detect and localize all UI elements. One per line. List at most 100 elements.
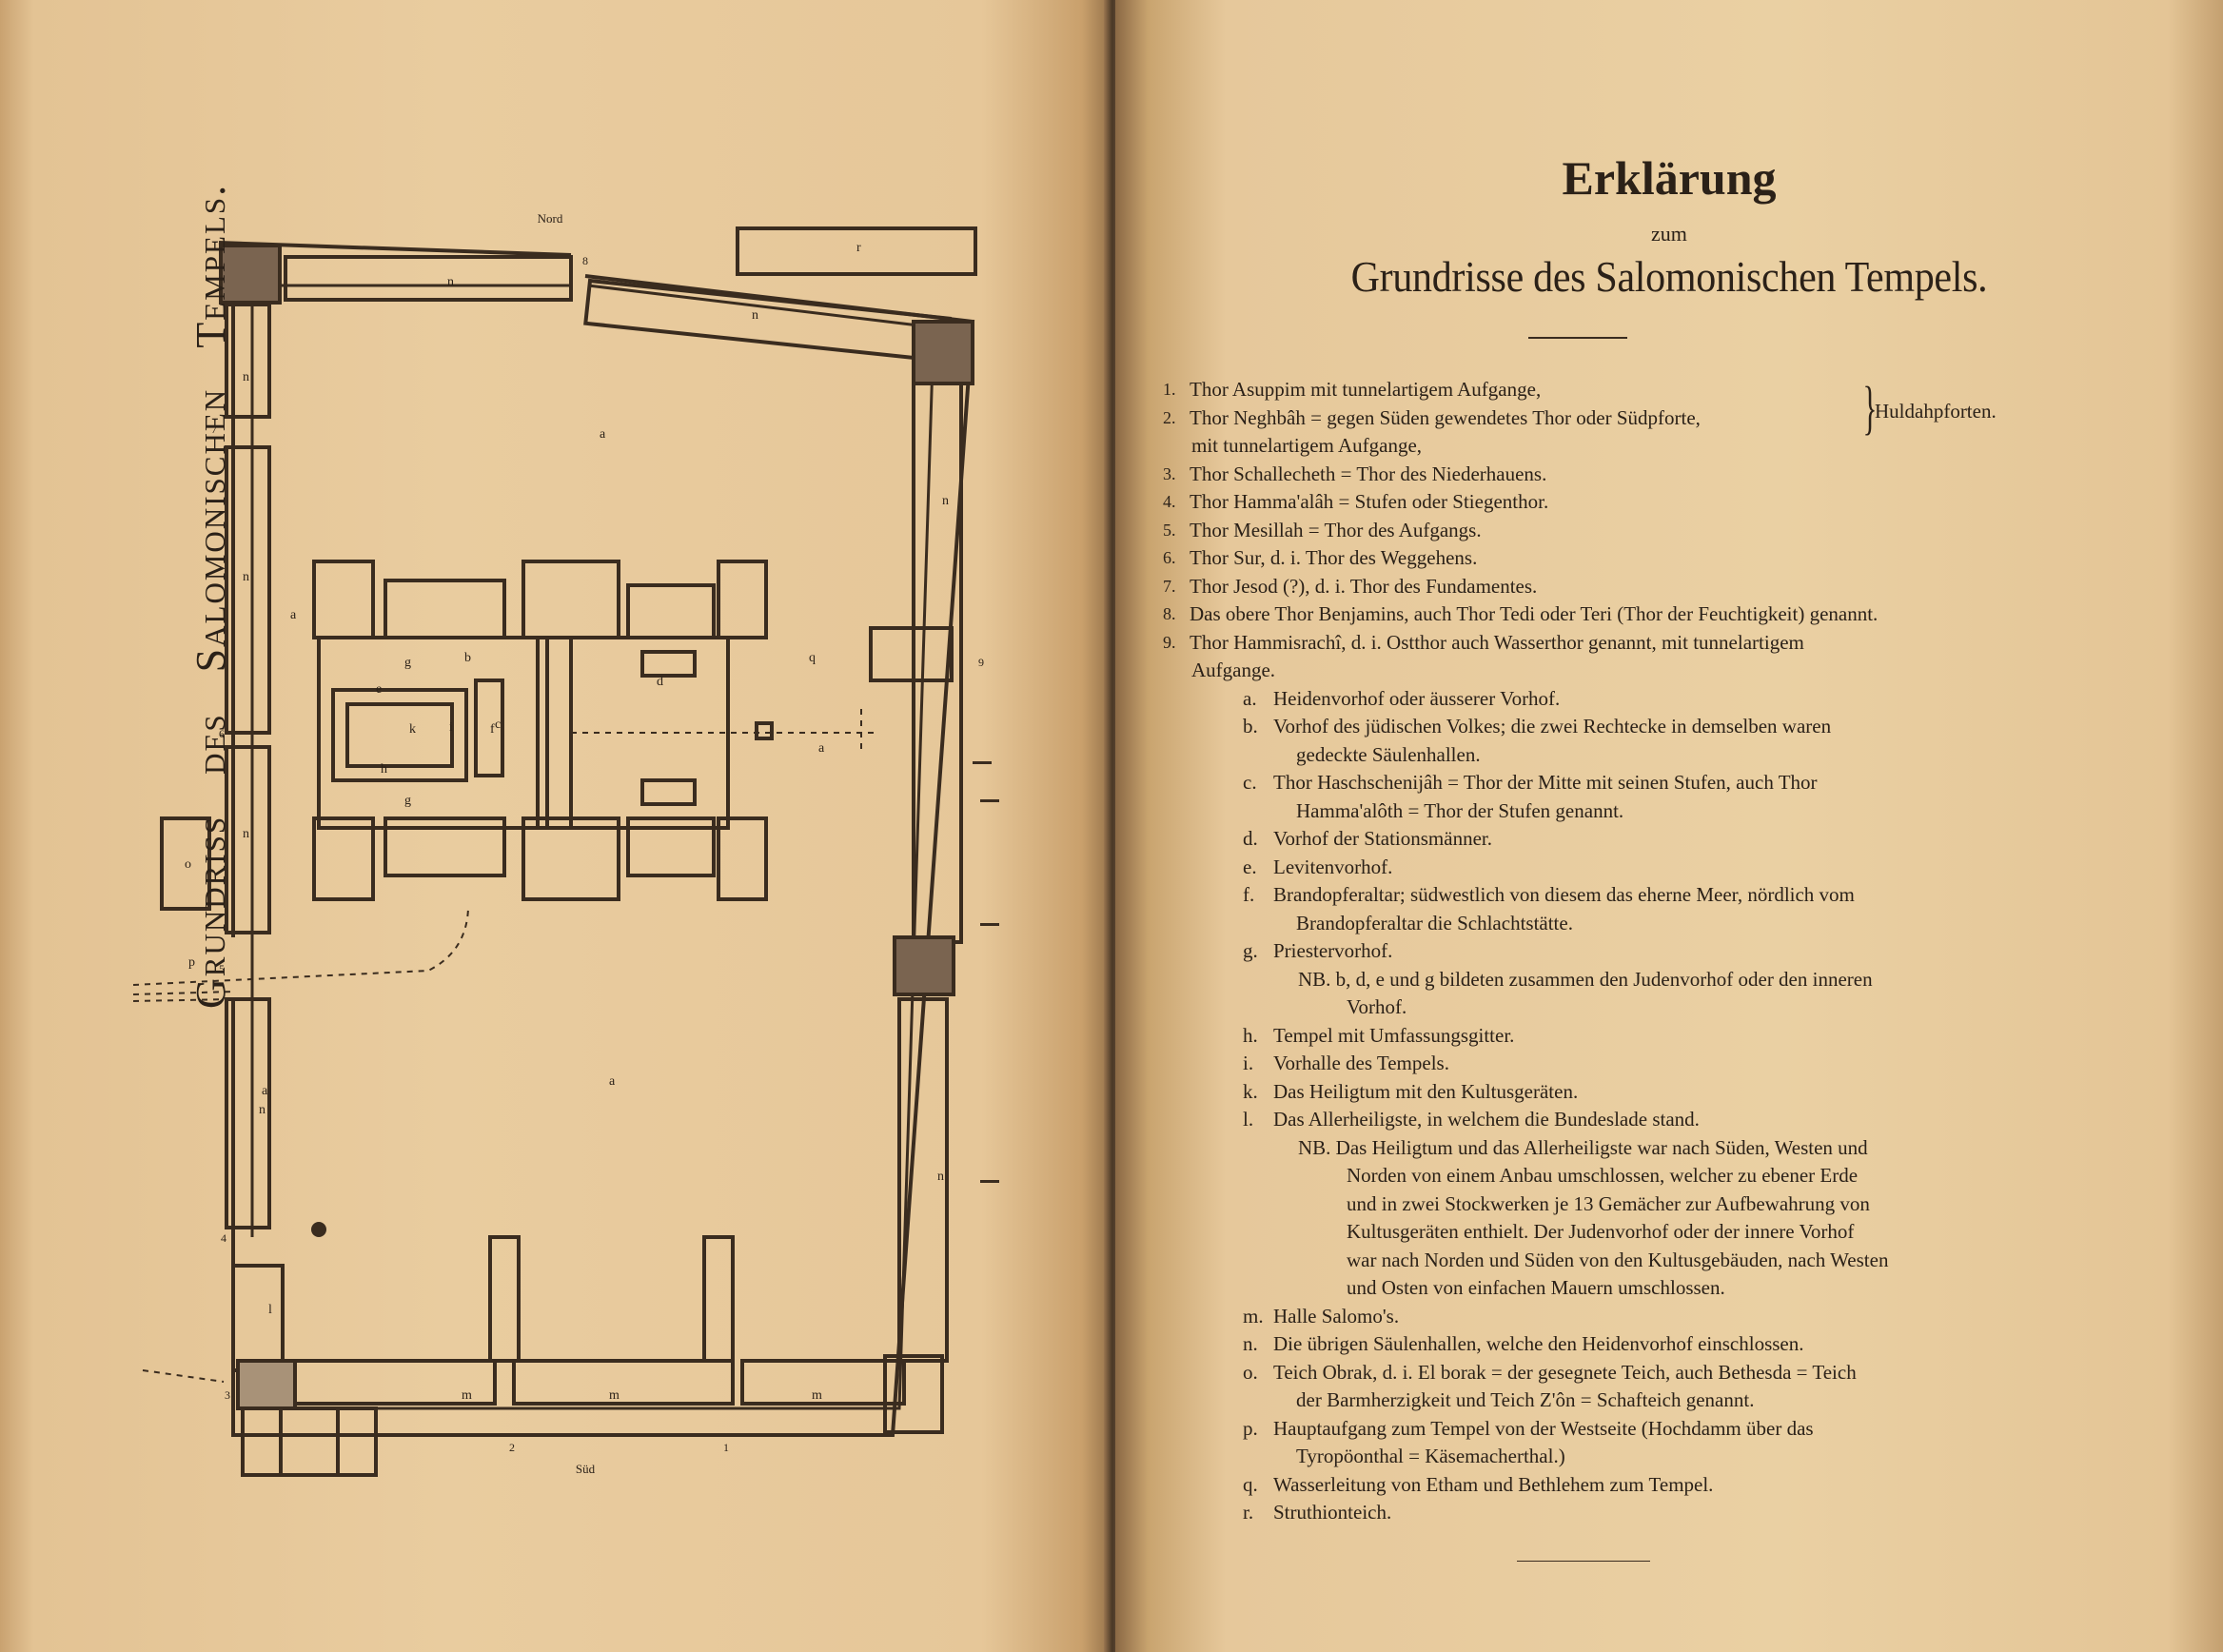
legend-numbered-line: Thor Jesod (?), d. i. Thor des Fundament…	[1190, 574, 1538, 598]
legend-lettered-line: Das Allerheiligste, in welchem die Bunde…	[1273, 1108, 1700, 1131]
legend-lettered-line: Hauptaufgang zum Tempel von der Westseit…	[1273, 1416, 1814, 1440]
legend-number: 9.	[1163, 632, 1176, 652]
legend-letter: n.	[1243, 1332, 1258, 1355]
brace: }	[1862, 376, 1878, 441]
plan-letter-label: a	[600, 427, 606, 442]
legend-number: 1.	[1163, 380, 1176, 399]
plan-letter-label: n	[942, 494, 949, 508]
legend-letter: l.	[1243, 1108, 1254, 1131]
plan-vertical-title: Grundriss des Salomonischen Tempels.	[187, 155, 235, 1009]
legend-letter: h.	[1243, 1023, 1258, 1047]
plan-letter-label: g	[404, 656, 411, 670]
legend-lettered-line: Vorhalle des Tempels.	[1273, 1052, 1449, 1074]
legend-letter: f.	[1243, 883, 1255, 906]
temple-floor-plan: Nord Süd aaaaabcdefgghiklmmmnnnnnnnnopqr…	[132, 211, 999, 1477]
legend-number: 3.	[1163, 463, 1176, 483]
gate-number-label: 1	[723, 1441, 729, 1454]
plan-letter-label: e	[376, 682, 382, 697]
legend-lettered-line: Die übrigen Säulenhallen, welche den Hei…	[1273, 1332, 1804, 1355]
legend-letter: m.	[1243, 1304, 1264, 1328]
plan-title-word: Salomonischen	[187, 387, 234, 673]
legend-numbered-line: Thor Neghbâh = gegen Süden gewendetes Th…	[1190, 405, 1701, 429]
legend-numbered-line: Thor Schallecheth = Thor des Niederhauen…	[1190, 462, 1547, 485]
legend-lettered-line: Kultusgeräten enthielt. Der Judenvorhof …	[1347, 1220, 1855, 1243]
legend-lettered-line: Brandopferaltar die Schlachtstätte.	[1296, 911, 1573, 934]
gate-number-label: 2	[509, 1441, 515, 1454]
plan-letter-label: m	[462, 1388, 472, 1403]
legend-lettered-line: NB. Das Heiligtum und das Allerheiligste…	[1298, 1135, 1868, 1159]
legend-letter: i.	[1243, 1052, 1254, 1074]
legend-lettered-line: der Barmherzigkeit und Teich Z'ôn = Scha…	[1296, 1388, 1755, 1411]
brace-label: Huldahpforten.	[1875, 400, 1997, 423]
plan-letter-label: n	[243, 570, 249, 584]
compass-south-label: Süd	[576, 1462, 596, 1476]
legend-numbered-line: Aufgange.	[1191, 659, 1276, 681]
plan-letter-label: n	[259, 1103, 266, 1117]
legend-lettered-line: Heidenvorhof oder äusserer Vorhof.	[1273, 686, 1561, 710]
plan-letter-label: k	[409, 722, 416, 737]
legend-number: 5.	[1163, 520, 1176, 540]
legend-lettered-line: Norden von einem Anbau umschlossen, welc…	[1347, 1164, 1859, 1187]
plan-title-word: Grundriss	[187, 815, 234, 1009]
legend-numbered-line: Thor Sur, d. i. Thor des Weggehens.	[1190, 546, 1478, 569]
legend-letter: b.	[1243, 715, 1258, 738]
compass-north-label: Nord	[538, 211, 563, 226]
plan-letter-label: q	[809, 651, 816, 665]
plan-letter-label: a	[262, 1084, 268, 1098]
bottom-divider	[1517, 1561, 1650, 1562]
plan-letter-label: c	[495, 718, 501, 732]
plan-letter-label: l	[268, 1303, 272, 1317]
legend-lettered-line: war nach Norden und Süden von den Kultus…	[1347, 1248, 1889, 1271]
legend-lettered-line: Vorhof des jüdischen Volkes; die zwei Re…	[1273, 715, 1832, 738]
legend-letter: a.	[1243, 686, 1257, 710]
legend-letter: g.	[1243, 939, 1258, 962]
legend-letter: o.	[1243, 1360, 1258, 1384]
plan-letter-label: h	[381, 762, 387, 777]
legend-numbered-line: mit tunnelartigem Aufgange,	[1191, 434, 1423, 457]
legend-numbered-line: Thor Hamma'alâh = Stufen oder Stiegentho…	[1190, 490, 1549, 513]
legend-lettered-line: Brandopferaltar; südwestlich von diesem …	[1273, 883, 1855, 906]
gate-number-label: 6	[219, 727, 225, 740]
plan-letter-label: o	[185, 857, 191, 872]
plan-title-word: des	[187, 713, 234, 775]
legend-lettered-line: Levitenvorhof.	[1273, 855, 1393, 878]
plan-letter-label: m	[609, 1388, 620, 1403]
legend-lettered-line: Priestervorhof.	[1273, 939, 1393, 962]
plan-letter-label: n	[752, 308, 758, 323]
gate-number-label: 3	[225, 1388, 230, 1402]
legend-numbered-line: Thor Hammisrachî, d. i. Ostthor auch Was…	[1190, 630, 1804, 654]
legend-letter: r.	[1243, 1501, 1254, 1524]
gate-number-label: 7	[211, 423, 217, 436]
legend-lettered-line: und in zwei Stockwerken je 13 Gemächer z…	[1347, 1191, 1870, 1215]
page-title: Erklärung	[1562, 151, 1777, 205]
legend-number: 2.	[1163, 407, 1176, 427]
legend-lettered-line: Vorhof der Stationsmänner.	[1273, 827, 1492, 850]
legend-lettered-line: Halle Salomo's.	[1273, 1304, 1400, 1328]
plan-letter-label: d	[657, 675, 663, 689]
legend-numbered-line: Thor Mesillah = Thor des Aufgangs.	[1190, 518, 1482, 541]
legend-letter: p.	[1243, 1416, 1258, 1440]
legend-lettered-line: Wasserleitung von Etham und Bethlehem zu…	[1273, 1472, 1714, 1496]
legend-lettered-line: Vorhof.	[1347, 995, 1407, 1018]
plan-letter-label: n	[243, 370, 249, 384]
legend-number: 4.	[1163, 492, 1176, 511]
plan-letter-label: g	[404, 794, 411, 808]
plan-letter-label: n	[243, 827, 249, 841]
legend-letter: d.	[1243, 827, 1258, 850]
gate-number-label: 9	[978, 656, 984, 669]
legend-numbered-line: Thor Asuppim mit tunnelartigem Aufgange,	[1190, 378, 1542, 401]
plan-letter-label: a	[818, 741, 825, 756]
plan-letter-label: r	[856, 241, 861, 255]
legend-letter: k.	[1243, 1079, 1258, 1103]
legend-lettered-line: Tempel mit Umfassungsgitter.	[1273, 1023, 1515, 1047]
legend-lettered-line: Hamma'alôth = Thor der Stufen genannt.	[1296, 798, 1624, 822]
legend-lettered-line: NB. b, d, e und g bildeten zusammen den …	[1298, 967, 1873, 991]
plan-letter-label: a	[609, 1074, 616, 1089]
legend-numbered-line: Das obere Thor Benjamins, auch Thor Tedi…	[1190, 602, 1879, 625]
plan-letter-label: n	[937, 1170, 944, 1184]
plan-letter-label: f	[490, 722, 495, 737]
plan-letter-label: b	[464, 651, 471, 665]
